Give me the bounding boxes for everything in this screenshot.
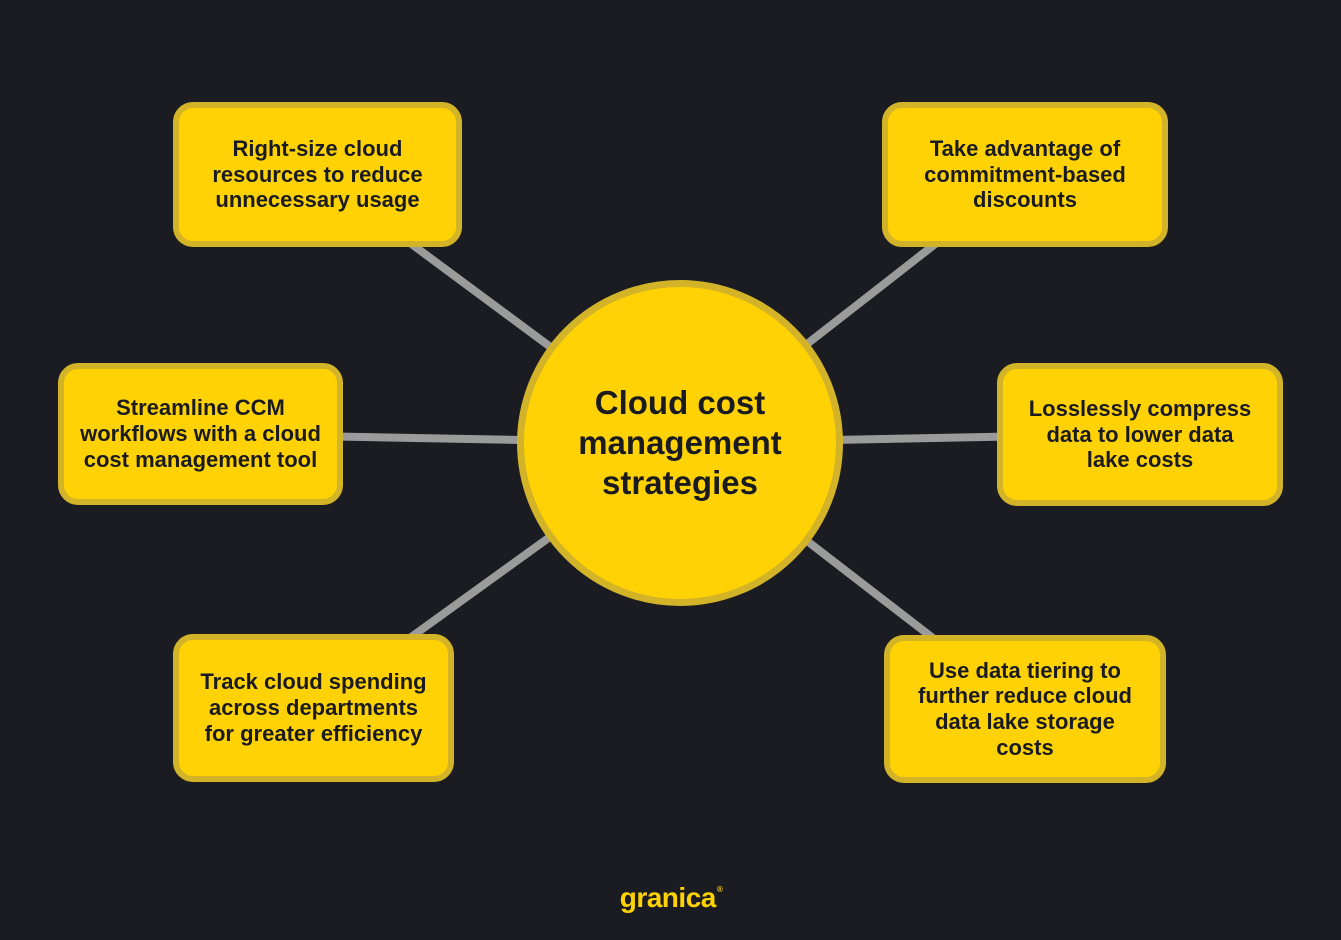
center-node-cloud-cost-management: Cloud cost management strategies bbox=[517, 280, 843, 606]
trademark-mark: ® bbox=[716, 885, 723, 894]
node-label: Use data tiering to further reduce cloud… bbox=[918, 657, 1132, 760]
node-streamline-ccm-workflows: Streamline CCM workflows with a cloud co… bbox=[58, 363, 343, 505]
node-label: Losslessly compress data to lower data l… bbox=[1028, 395, 1252, 473]
node-right-size-cloud-resources: Right-size cloud resources to reduce unn… bbox=[173, 102, 462, 247]
node-use-data-tiering: Use data tiering to further reduce cloud… bbox=[884, 635, 1166, 783]
node-label: Streamline CCM workflows with a cloud co… bbox=[80, 395, 321, 472]
center-node-label: Cloud cost management strategies bbox=[578, 384, 782, 501]
node-label: Right-size cloud resources to reduce unn… bbox=[212, 135, 423, 213]
node-losslessly-compress-data: Losslessly compress data to lower data l… bbox=[997, 363, 1283, 506]
logo-text: granica bbox=[619, 882, 717, 913]
node-label: Take advantage of commitment-based disco… bbox=[924, 135, 1126, 213]
node-commitment-based-discounts: Take advantage of commitment-based disco… bbox=[882, 102, 1168, 247]
node-label: Track cloud spending across departments … bbox=[200, 669, 427, 746]
node-track-cloud-spending: Track cloud spending across departments … bbox=[173, 634, 454, 782]
granica-logo: granica® bbox=[0, 882, 1341, 914]
